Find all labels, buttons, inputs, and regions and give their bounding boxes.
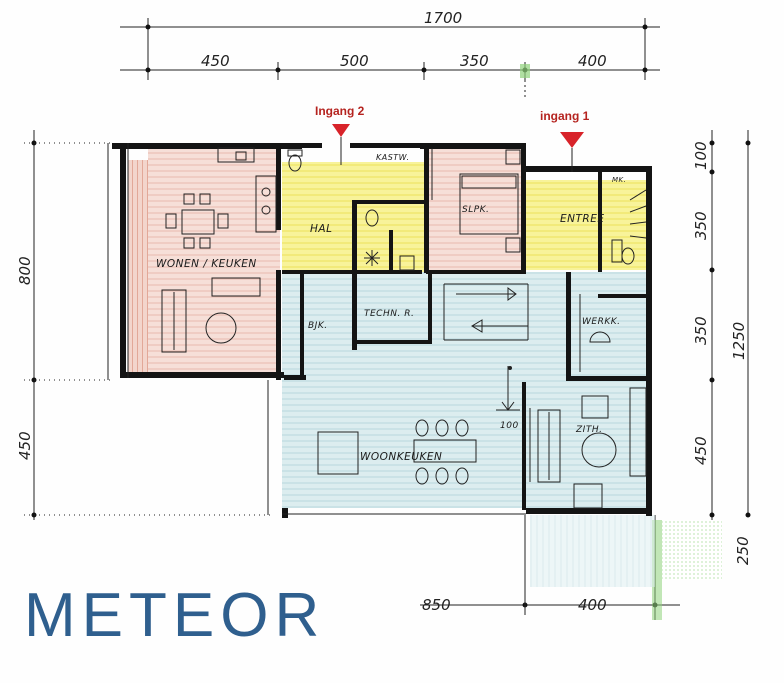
room-label-werkk: WERKK. <box>582 317 621 327</box>
furniture-entree <box>629 189 647 239</box>
area-middle <box>282 272 648 382</box>
brand-logo: METEOR <box>24 581 325 650</box>
entrance-2-marker-icon <box>332 124 350 137</box>
room-label-wonen-keuken: WONEN / KEUKEN <box>156 258 257 270</box>
entrance-1-label: ingang 1 <box>540 109 590 123</box>
area-terrace-left <box>128 160 148 375</box>
sanitary <box>287 149 635 343</box>
furniture-bed <box>431 148 521 253</box>
level-marker-label: 100 <box>500 421 519 431</box>
dim-left-1: 800 <box>16 256 34 285</box>
entrance-2-label: Ingang 2 <box>315 104 365 118</box>
dim-top-4: 400 <box>578 52 607 70</box>
room-label-hal: HAL <box>310 223 332 235</box>
dim-right-5: 250 <box>734 536 752 565</box>
dimension-lines-right <box>709 130 751 575</box>
area-wonen-keuken <box>148 148 280 376</box>
dim-top-total: 1700 <box>424 9 462 27</box>
dimension-lines-bottom <box>420 515 722 620</box>
area-entree <box>526 180 648 270</box>
dimension-lines-left <box>24 130 270 520</box>
room-label-entree: ENTREE <box>560 213 604 225</box>
dim-right-3: 350 <box>692 316 710 345</box>
room-label-kastw: KASTW. <box>376 153 409 162</box>
dim-right-6: 1250 <box>730 322 748 360</box>
area-slaapkamer <box>428 148 524 272</box>
dimension-lines-top <box>120 18 660 100</box>
dim-bottom-2: 400 <box>578 596 607 614</box>
dim-top-1: 450 <box>201 52 230 70</box>
room-label-slpk: SLPK. <box>462 205 489 215</box>
dim-top-3: 350 <box>460 52 489 70</box>
entrance-1-marker-icon <box>560 132 584 148</box>
dim-right-2: 350 <box>692 211 710 240</box>
room-label-woonkeuken: WOONKEUKEN <box>360 451 442 463</box>
room-label-bjk: BJK. <box>308 321 328 331</box>
dim-left-2: 450 <box>16 431 34 460</box>
furniture-wonen-keuken <box>161 147 277 353</box>
dim-right-1: 100 <box>692 141 710 170</box>
room-label-techn: TECHN. R. <box>364 309 414 319</box>
dim-bottom-1: 850 <box>422 596 451 614</box>
dim-right-4: 450 <box>692 436 710 465</box>
thin-lines <box>107 143 581 515</box>
area-terrace-bottom <box>530 515 655 587</box>
room-label-zith: ZITH. <box>575 425 602 435</box>
room-label-mk: MK. <box>612 176 626 184</box>
dim-top-2: 500 <box>340 52 369 70</box>
furniture-middle <box>364 250 528 411</box>
walls <box>112 143 652 518</box>
furniture-woonkeuken <box>317 387 647 509</box>
area-woonkeuken <box>282 380 648 508</box>
